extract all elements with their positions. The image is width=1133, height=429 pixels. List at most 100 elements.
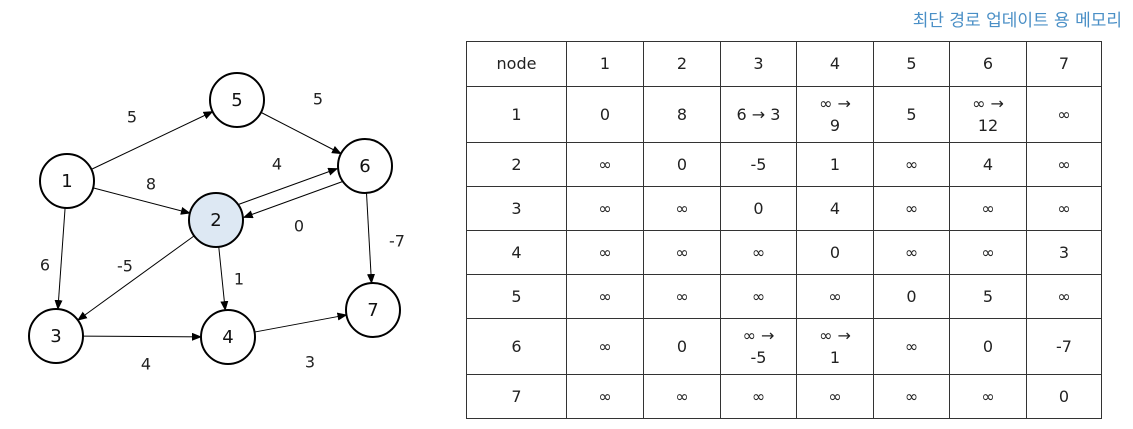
distance-cell: ∞ →12 [949, 86, 1027, 143]
distance-cell: 4 [949, 142, 1027, 187]
edge-6-7 [365, 192, 375, 285]
edge-weight-6-7: -7 [389, 232, 405, 251]
distance-cell: 0 [873, 274, 950, 319]
header-cell-7: 7 [1026, 41, 1102, 87]
distance-cell: 0 [643, 318, 721, 375]
node-circle-5 [209, 72, 265, 128]
node-7: 7 [345, 282, 401, 338]
node-2: 2 [188, 192, 244, 248]
distance-cell: 0 [1026, 374, 1102, 419]
distance-cell: ∞ →1 [796, 318, 874, 375]
distance-cell: 0 [566, 86, 644, 143]
distance-cell: 5 [873, 86, 950, 143]
distance-cell: ∞ [873, 230, 950, 275]
distance-cell: ∞ [720, 374, 797, 419]
distance-cell: ∞ [643, 230, 721, 275]
table-row: 4∞∞∞0∞∞3 [466, 230, 1102, 275]
distance-cell: ∞ [873, 186, 950, 231]
distance-cell: ∞ [643, 186, 721, 231]
node-circle-1 [39, 153, 95, 209]
node-circle-7 [345, 282, 401, 338]
distance-cell: 0 [949, 318, 1027, 375]
node-5: 5 [209, 72, 265, 128]
edge-weight-2-4: 1 [234, 270, 244, 289]
node-label-3: 3 [50, 326, 61, 347]
row-node-cell: 5 [466, 274, 567, 319]
edge-5-6 [260, 111, 342, 155]
distance-cell: ∞ [873, 142, 950, 187]
distance-cell: 1 [796, 142, 874, 187]
node-label-5: 5 [231, 90, 242, 111]
distance-cell: ∞ [720, 230, 797, 275]
node-label-2: 2 [210, 210, 221, 231]
row-node-cell: 6 [466, 318, 567, 375]
header-cell-3: 3 [720, 41, 797, 87]
edge-2-6 [238, 167, 339, 205]
edge-1-3 [54, 207, 66, 311]
row-node-cell: 3 [466, 186, 567, 231]
header-cell-4: 4 [796, 41, 874, 87]
distance-cell: ∞ [949, 230, 1027, 275]
node-circle-2 [188, 192, 244, 248]
distance-cell: ∞ [566, 142, 644, 187]
memory-caption: 최단 경로 업데이트 용 메모리 [912, 11, 1122, 31]
distance-cell: 0 [720, 186, 797, 231]
distance-cell: ∞ [1026, 186, 1102, 231]
distance-cell: ∞ [1026, 142, 1102, 187]
header-cell-2: 2 [643, 41, 721, 87]
distance-cell: ∞ [796, 374, 874, 419]
distance-cell: ∞ [566, 230, 644, 275]
distance-cell: 0 [796, 230, 874, 275]
distance-cell: ∞ [566, 274, 644, 319]
distance-cell: ∞ [949, 186, 1027, 231]
header-cell-6: 6 [949, 41, 1027, 87]
distance-cell: 8 [643, 86, 721, 143]
edge-weight-1-3: 6 [40, 256, 50, 275]
node-label-6: 6 [359, 156, 370, 177]
edge-4-7 [254, 312, 348, 333]
edge-weight-3-4: 4 [141, 355, 151, 374]
edge-6-2 [242, 181, 343, 219]
row-node-cell: 7 [466, 374, 567, 419]
distance-cell: 4 [796, 186, 874, 231]
distance-cell: ∞ [949, 374, 1027, 419]
edge-2-3 [77, 235, 195, 321]
node-6: 6 [337, 138, 393, 194]
edge-weight-1-5: 5 [127, 108, 137, 127]
distance-cell: -7 [1026, 318, 1102, 375]
node-label-1: 1 [61, 171, 72, 192]
header-cell-1: 1 [566, 41, 644, 87]
edge-weight-2-3: -5 [117, 257, 133, 276]
edge-1-5 [91, 111, 214, 170]
distance-cell: ∞ [720, 274, 797, 319]
table-row: 7∞∞∞∞∞∞0 [466, 374, 1102, 419]
row-node-cell: 2 [466, 142, 567, 187]
distance-cell: 3 [1026, 230, 1102, 275]
edge-weight-4-7: 3 [305, 353, 315, 372]
header-cell-node: node [466, 41, 567, 87]
node-4: 4 [200, 309, 256, 365]
node-3: 3 [28, 308, 84, 364]
distance-cell: ∞ [643, 274, 721, 319]
header-cell-5: 5 [873, 41, 950, 87]
distance-cell: ∞ [796, 274, 874, 319]
node-label-7: 7 [367, 300, 378, 321]
edge-weight-6-2: 0 [294, 217, 304, 236]
node-circle-6 [337, 138, 393, 194]
distance-cell: ∞ →9 [796, 86, 874, 143]
distance-cell: ∞ [566, 374, 644, 419]
edge-3-4 [82, 332, 203, 341]
distance-cell: ∞ →-5 [720, 318, 797, 375]
distance-cell: -5 [720, 142, 797, 187]
edge-weight-1-2: 8 [146, 175, 156, 194]
distance-cell: ∞ [566, 186, 644, 231]
distance-cell: 0 [643, 142, 721, 187]
edge-weight-2-6: 4 [272, 155, 282, 174]
